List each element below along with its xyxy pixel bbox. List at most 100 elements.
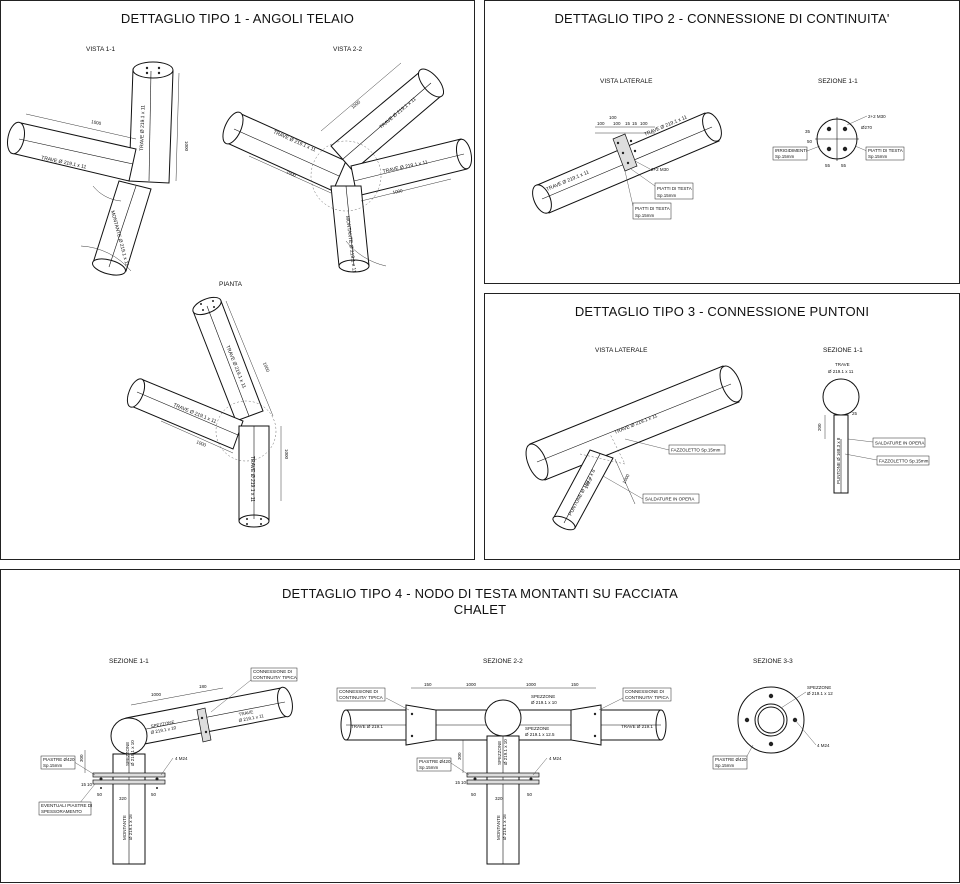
label-connessione-22b: CONNESSIONE DI — [625, 689, 664, 694]
label-spezzone-vert: SPEZZONE — [125, 742, 130, 766]
dim-1000-a: 1000 — [91, 119, 102, 126]
label-spezzone-22c-size: Ø 219.1 x 10 — [503, 739, 508, 765]
label-montante-1: MONTANTE — [122, 815, 127, 840]
panel-connessione-puntoni: DETTAGLIO TIPO 3 - CONNESSIONE PUNTONI V… — [484, 293, 960, 560]
dim-1000-4b: 1000 — [466, 682, 477, 687]
label-spezzone-22c: SPEZZONE — [497, 741, 502, 765]
view-label-sez-2-2: SEZIONE 2-2 — [483, 658, 523, 665]
label-saldature-sec: SALDATURE IN OPERA — [875, 441, 924, 446]
dim-100-c: 100 — [640, 121, 648, 126]
label-saldature: SALDATURE IN OPERA — [645, 497, 694, 502]
label-trave-p3: TRAVE Ø 219.1 x 11 — [249, 456, 255, 502]
dim-1000-d: 1000 — [350, 99, 361, 110]
label-spezzone-33: SPEZZONE — [807, 685, 831, 690]
section-3-3-drawing: SPEZZONE Ø 219.1 x 12 4 M24 PIASTRE Ø420… — [712, 685, 833, 770]
label-sp15-33: Sp.15mm — [715, 763, 735, 768]
dim-320-1: 320 — [119, 796, 127, 801]
panel-title: DETTAGLIO TIPO 3 - CONNESSIONE PUNTONI — [574, 304, 870, 319]
label-puntone-sec: PUNTONE Ø 168.3 x 8 — [836, 437, 841, 484]
label-montante-22-size: Ø 219.1 x 16 — [502, 814, 507, 840]
label-m24-33: 4 M24 — [817, 743, 830, 748]
section-2-2-drawing: TRAVE Ø 219.1 TRAVE Ø 219.1 SPEZZONE Ø 2… — [336, 682, 672, 865]
label-sp15-a: Sp.15mm — [657, 193, 677, 198]
label-bolts: 2+2 M30 — [651, 167, 669, 172]
label-trave-size: Ø 219.1 x 11 — [828, 369, 854, 374]
drawing-connessione-continuita: VISTA LATERALE SEZIONE 1-1 TRAVE Ø 219.1… — [532, 78, 905, 220]
label-sp15-sec: Sp.15mm — [868, 154, 888, 159]
label-trave-size-1: Ø 219.1 x 11 — [238, 713, 264, 723]
dim-15-1: 15 — [81, 782, 87, 787]
label-spezzone-1: SPEZZONE — [150, 719, 175, 729]
section-1-1-drawing: SPEZZONE Ø 219.1 x 10 TRAVE Ø 219.1 x 11… — [38, 667, 298, 865]
dim-35: 35 — [805, 129, 811, 134]
dim-50-1: 50 — [97, 792, 103, 797]
label-sp15-4a: Sp.15mm — [43, 763, 63, 768]
label-sp15-b: Sp.15mm — [635, 213, 655, 218]
label-sp15-irr: Sp.15mm — [775, 154, 795, 159]
label-piatti-b: PIATTI DI TESTA — [635, 206, 670, 211]
view-label-sez-3-3: SEZIONE 3-3 — [753, 658, 793, 665]
label-trave-22a: TRAVE Ø 219.1 — [351, 724, 383, 729]
label-spezzone-vert-size: Ø 219.1 x 10 — [130, 740, 135, 766]
dim-1000-3: 1000 — [621, 473, 630, 485]
dim-10-2: 10 — [461, 780, 467, 785]
panel-angoli-telaio: DETTAGLIO TIPO 1 - ANGOLI TELAIO VISTA 1… — [0, 0, 475, 560]
view-label-sez-1-1: SEZIONE 1-1 — [109, 658, 149, 665]
dim-1000-h: 1000 — [284, 449, 289, 460]
dim-50-2: 50 — [151, 792, 157, 797]
joint-vista-2-2: TRAVE Ø 219.1 x 11 TRAVE Ø 219.1 x 11 TR… — [222, 62, 473, 273]
label-connessione-22a: CONNESSIONE DI — [339, 689, 378, 694]
dim-200: 200 — [817, 423, 822, 431]
label-piastre-22: PIASTRE Ø420 — [419, 759, 451, 764]
dim-270: Ø270 — [861, 125, 873, 130]
label-spezzone-22b-size: Ø 219.1 x 12.5 — [525, 732, 555, 737]
dim-15-2: 15 — [455, 780, 461, 785]
panel-title-line2: CHALET — [453, 602, 507, 617]
view-label-vista-laterale-3: VISTA LATERALE — [595, 347, 648, 354]
joint-vista-1-1: TRAVE Ø 219.1 x 11 TRAVE Ø 219.1 x 11 MO… — [6, 61, 189, 276]
view-label-pianta: PIANTA — [219, 281, 243, 288]
drawing-nodo-testa: SEZIONE 1-1 SEZIONE 2-2 SEZIONE 3-3 SPEZ… — [38, 658, 833, 865]
dim-100-d: 100 — [609, 115, 617, 120]
dim-15-a: 15 — [625, 121, 631, 126]
label-irrigidimenti: IRRIGIDIMENTI — [775, 148, 807, 153]
dim-100-a: 100 — [597, 121, 605, 126]
dim-168: 168.3 — [583, 477, 593, 490]
view-label-vista-1-1: VISTA 1-1 — [86, 46, 116, 53]
dim-1000-c: 1000 — [286, 169, 298, 178]
panel-title: DETTAGLIO TIPO 1 - ANGOLI TELAIO — [120, 11, 355, 26]
dim-150-a: 150 — [424, 682, 432, 687]
dim-1000-b: 1000 — [184, 141, 189, 152]
label-trave-vertical: TRAVE Ø 219.1 x 11 — [139, 105, 147, 151]
label-trave-22b: TRAVE Ø 219.1 — [621, 724, 653, 729]
dim-1000-4c: 1000 — [526, 682, 537, 687]
label-spezzone-22b: SPEZZONE — [525, 726, 549, 731]
label-m24-22: 4 M24 — [549, 756, 562, 761]
strut-side-view: TRAVE Ø 219.1 x 11 PUNTONE Ø 168.3 x 8 1… — [525, 365, 743, 531]
dim-300-2: 300 — [457, 752, 462, 760]
section-1-1: 2+2 M30 Ø270 PIATTI DI TESTA Sp.15mm IRR… — [772, 114, 905, 168]
dim-50-4: 50 — [527, 792, 533, 797]
label-piatti-sec: PIATTI DI TESTA — [868, 148, 903, 153]
joint-pianta: TRAVE Ø 219.1 x 11 TRAVE Ø 219.1 x 11 TR… — [126, 296, 289, 528]
label-spessoramento: SPESSORAMENTO — [41, 809, 82, 814]
label-spezzone-22a-size: Ø 219.1 x 10 — [531, 700, 557, 705]
label-spezzone-33-size: Ø 219.1 x 12 — [807, 691, 833, 696]
label-piastre-1: PIASTRE Ø420 — [43, 757, 75, 762]
pipe-side-view: TRAVE Ø 219.1 x 11 TRAVE Ø 219.1 x 11 10… — [532, 112, 722, 220]
panel-connessione-continuita: DETTAGLIO TIPO 2 - CONNESSIONE DI CONTIN… — [484, 0, 960, 284]
label-continuita-22a: CONTINUITA' TIPICA — [339, 695, 383, 700]
label-continuita-22b: CONTINUITA' TIPICA — [625, 695, 669, 700]
panel-title-line1: DETTAGLIO TIPO 4 - NODO DI TESTA MONTANT… — [281, 586, 679, 601]
label-fazzoletto-sec: FAZZOLETTO Sp.15mm — [879, 459, 929, 464]
dim-10-1: 10 — [87, 782, 93, 787]
label-trave-top: TRAVE — [835, 362, 850, 367]
label-montante-22: MONTANTE — [496, 815, 501, 840]
dim-1000-g: 1000 — [196, 439, 208, 448]
dim-150-b: 150 — [571, 682, 579, 687]
dim-55-a: 55 — [825, 163, 831, 168]
dim-50-3: 50 — [471, 792, 477, 797]
dim-15-b: 15 — [632, 121, 638, 126]
view-label-vista-2-2: VISTA 2-2 — [333, 46, 363, 53]
dim-1000-4a: 1000 — [151, 692, 162, 697]
